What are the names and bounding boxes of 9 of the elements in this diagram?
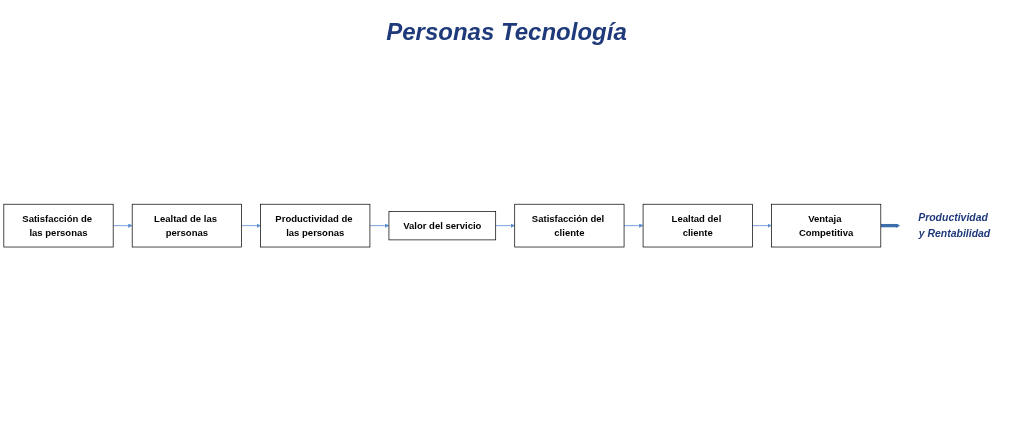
- node-box: Ventaja Competitiva: [771, 204, 882, 248]
- center-label: Personas Tecnología: [386, 18, 627, 46]
- node-box: Satisfacción del cliente: [514, 204, 625, 248]
- node-box: Lealtad de las personas: [131, 204, 242, 248]
- node-box: Lealtad del cliente: [642, 204, 753, 248]
- node-text: Productividad y Rentabilidad: [918, 212, 991, 240]
- node-box: Satisfacción de las personas: [3, 204, 114, 248]
- node-box: Productividad de las personas: [260, 204, 371, 248]
- node-box: Valor del servicio: [388, 211, 497, 241]
